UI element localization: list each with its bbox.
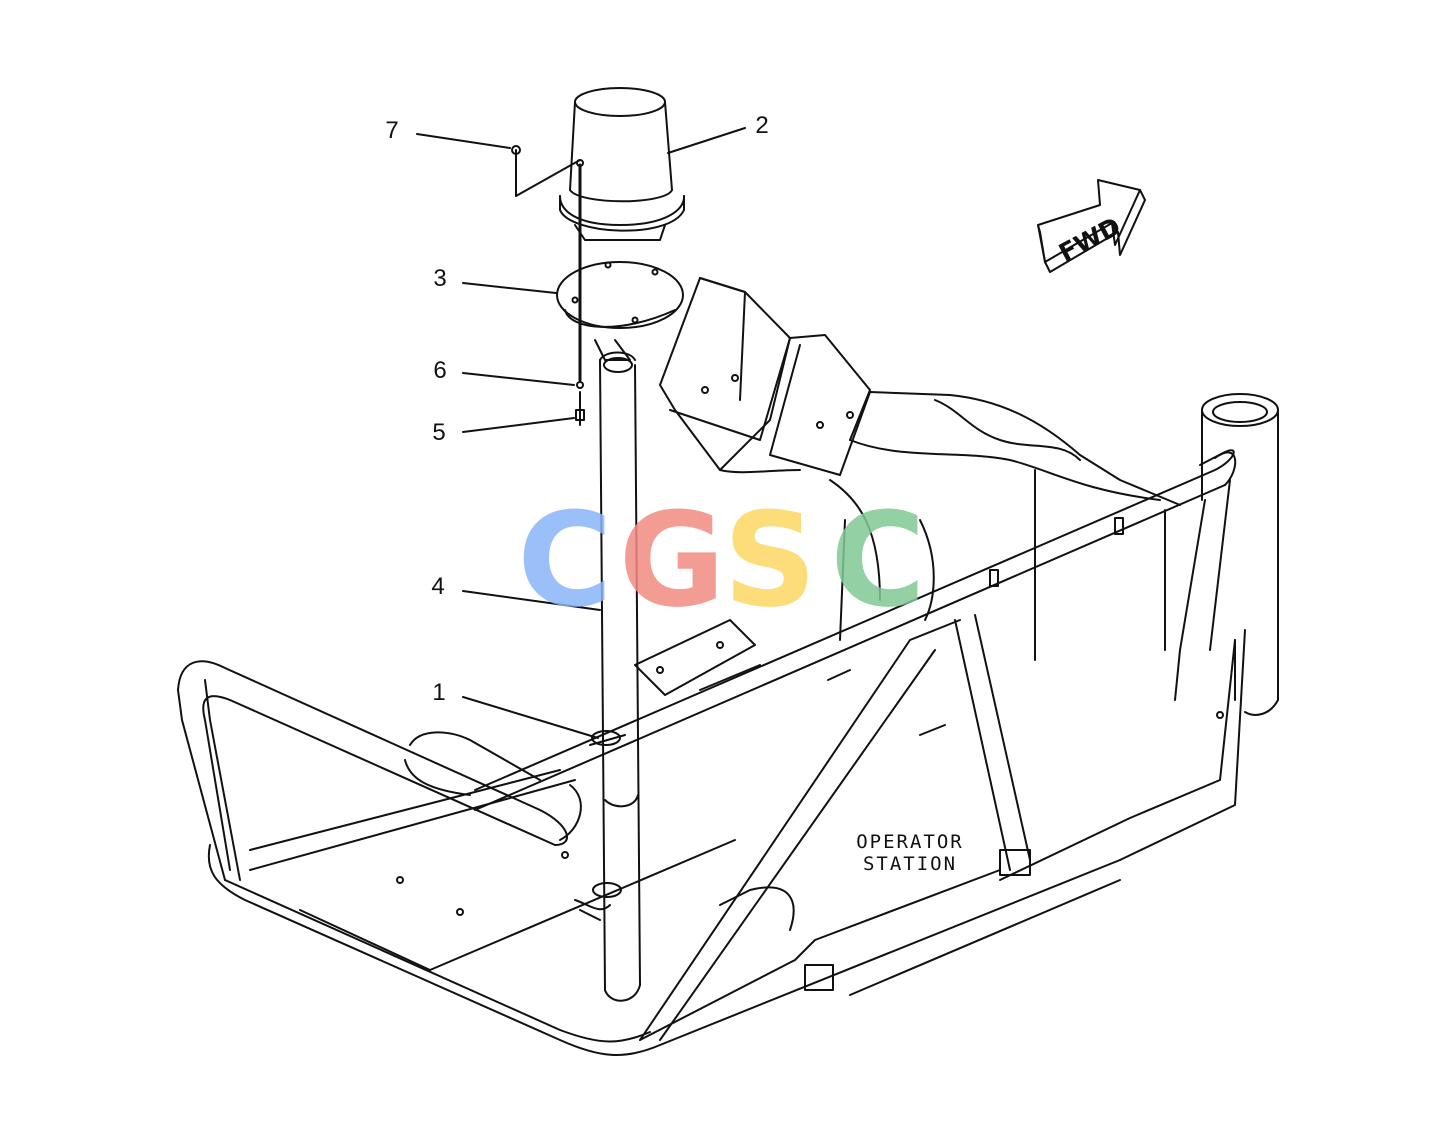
watermark-letter: C	[517, 484, 612, 636]
watermark-logo: C G S C	[517, 484, 925, 636]
callout-3: 3	[433, 265, 446, 292]
beacon-light	[559, 87, 686, 241]
callout-1: 1	[432, 679, 445, 706]
fastener-stack	[511, 145, 585, 426]
watermark-letter: G	[619, 484, 726, 636]
callout-numbers: 1 2 3 4 5 6 7	[385, 112, 768, 706]
fwd-label: FWD	[1054, 211, 1125, 267]
station-label-line1: OPERATOR	[856, 831, 964, 853]
floor-holes	[396, 851, 569, 916]
callout-2: 2	[755, 112, 768, 139]
callout-4: 4	[431, 573, 444, 600]
duct-housing	[634, 277, 1224, 736]
frame-rail	[177, 449, 1246, 1057]
mounting-plate	[556, 261, 684, 329]
forward-arrow	[1037, 179, 1146, 273]
watermark-letter: S	[723, 484, 817, 636]
watermark-letter: C	[830, 484, 925, 636]
mount-clamps	[574, 339, 633, 921]
callout-6: 6	[433, 357, 446, 384]
station-label-line2: STATION	[863, 853, 957, 875]
callout-5: 5	[432, 419, 445, 446]
right-post	[1201, 393, 1279, 716]
callout-7: 7	[385, 117, 398, 144]
leader-lines	[416, 127, 746, 739]
mast-tube	[599, 351, 641, 1002]
